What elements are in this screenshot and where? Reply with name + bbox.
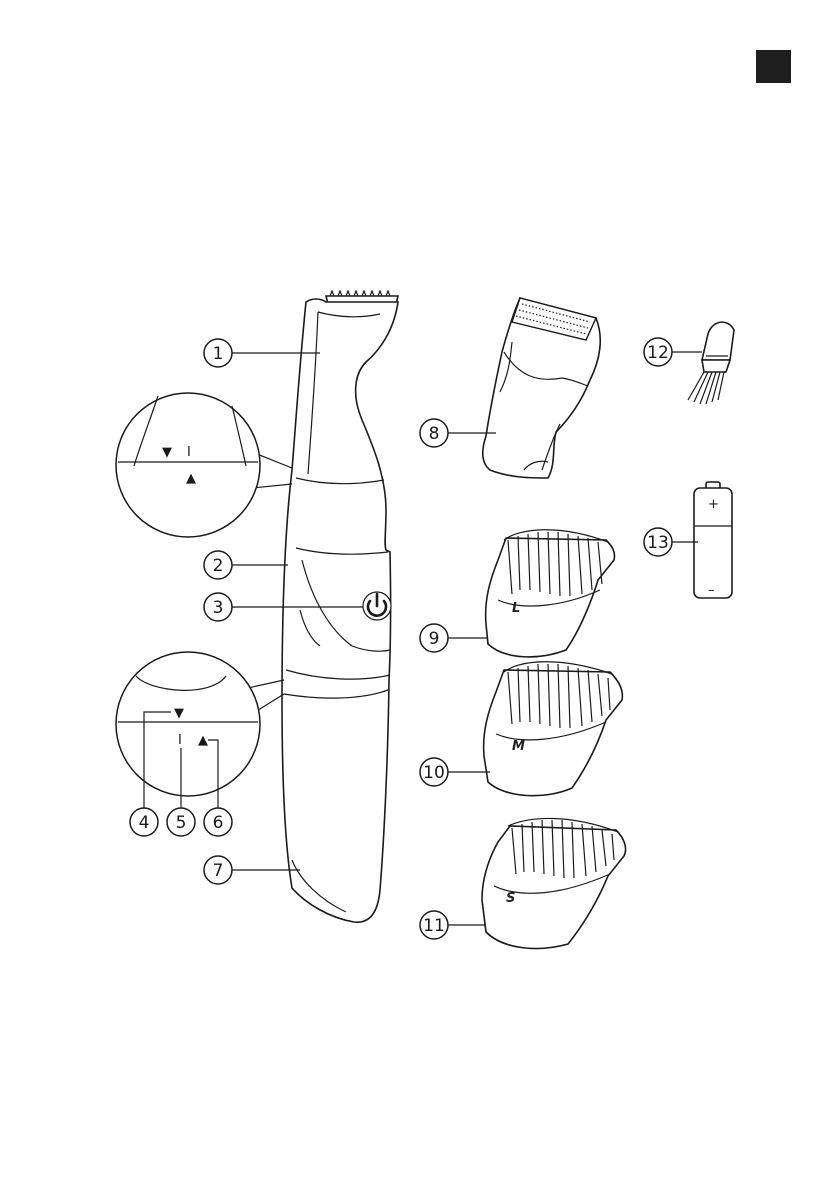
detail-bottom-up-marker: ▲ [198,733,208,748]
cleaning-brush [688,322,734,404]
callout-7-label: 7 [213,861,224,881]
callout-12: 12 [644,338,672,366]
comb-small: S [482,818,626,948]
callout-7: 7 [204,856,232,884]
battery-minus: – [708,583,715,598]
callout-4-label: 4 [139,813,150,833]
callout-1-label: 1 [213,344,224,364]
language-badge [756,50,791,83]
detail-top-down-marker: ▼ [162,445,172,460]
detail-bottom-down-marker: ▼ [174,706,184,721]
callout-10: 10 [420,758,448,786]
comb-medium-letter: M [512,739,525,754]
callout-8-label: 8 [429,424,440,444]
comb-small-letter: S [506,891,515,906]
detail-top-up-marker: ▲ [186,471,196,486]
callout-11-label: 11 [423,916,445,936]
callout-10-label: 10 [423,763,445,783]
callout-12-label: 12 [647,343,669,363]
callout-13: 13 [644,528,672,556]
callout-3: 3 [204,593,232,621]
comb-large-letter: L [512,601,520,616]
callout-8: 8 [420,419,448,447]
callout-5-label: 5 [176,813,187,833]
callout-6-label: 6 [213,813,224,833]
aa-battery: + – [694,482,732,598]
shaver-attachment [483,298,601,478]
battery-plus: + [708,497,719,512]
detail-top-bar-marker: I [187,445,191,460]
callout-9: 9 [420,624,448,652]
detail-zoom-bottom: ▼ I ▲ [116,652,284,808]
callout-6: 6 [204,808,232,836]
callout-3-label: 3 [213,598,224,618]
callout-1: 1 [204,339,232,367]
callout-11: 11 [420,911,448,939]
callout-2: 2 [204,551,232,579]
comb-large: L [486,530,615,657]
callout-2-label: 2 [213,556,224,576]
callout-9-label: 9 [429,629,440,649]
callout-5: 5 [167,808,195,836]
callout-4: 4 [130,808,158,836]
detail-zoom-top: ▼ I ▲ [116,393,292,537]
comb-medium: M [484,662,623,796]
callout-13-label: 13 [647,533,669,553]
detail-bottom-bar-marker: I [178,733,182,748]
power-button[interactable] [363,592,391,620]
